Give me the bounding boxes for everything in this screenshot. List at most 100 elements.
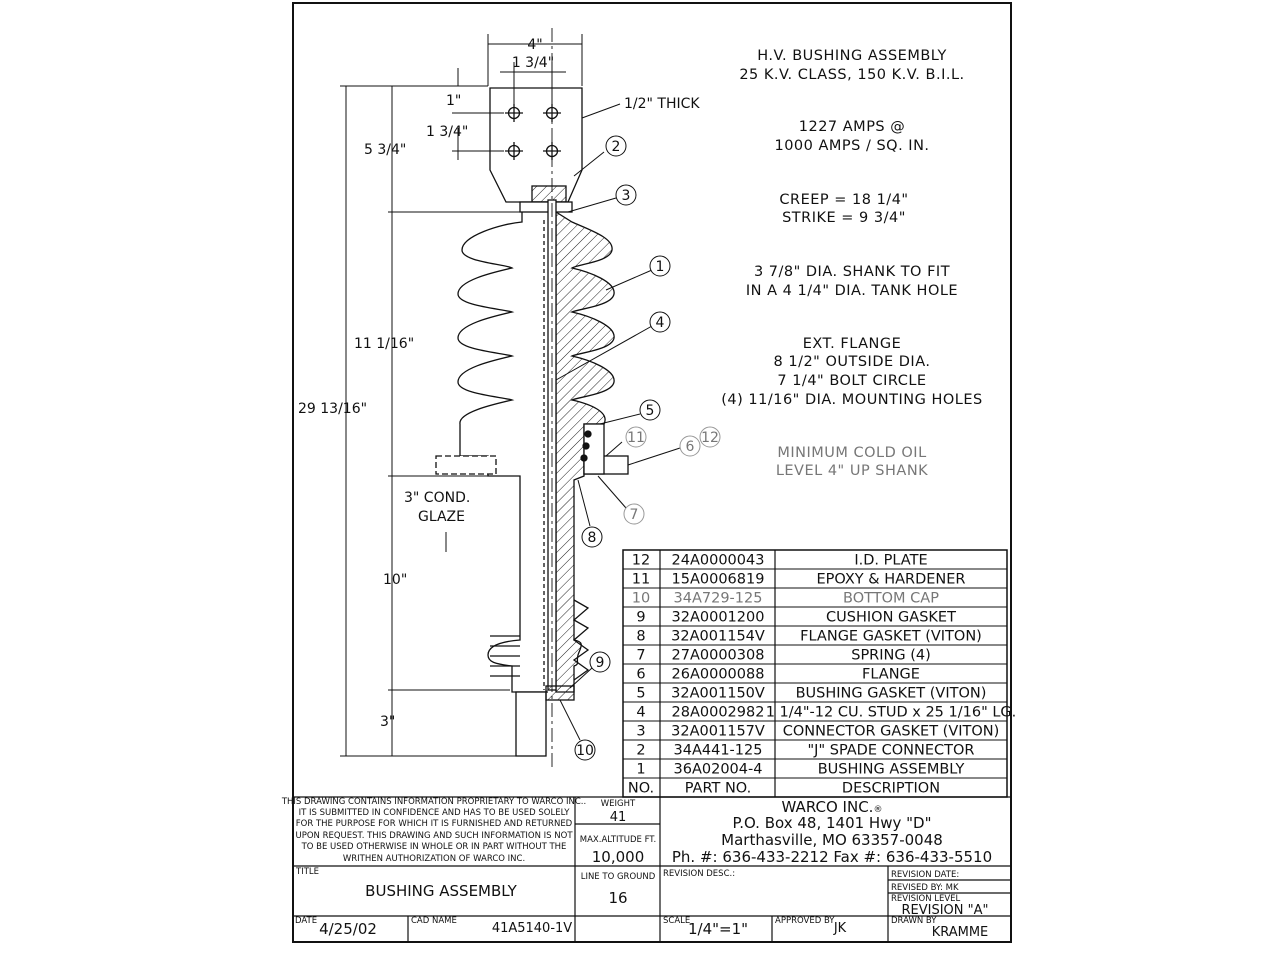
svg-text:10: 10 (576, 743, 594, 759)
bom-part-no: 15A0006819 (672, 572, 765, 588)
note-flange-3: 7 1/4" BOLT CIRCLE (777, 373, 926, 389)
note-flange-1: EXT. FLANGE (803, 336, 902, 352)
dimension-lines (340, 34, 681, 757)
bom-description: BUSHING GASKET (VITON) (796, 686, 987, 702)
svg-text:WRITHEN AUTHORIZATION OF WARCO: WRITHEN AUTHORIZATION OF WARCO INC. (343, 854, 525, 864)
bom-description: CUSHION GASKET (826, 610, 956, 626)
bom-row: 6 26A0000088 FLANGE (636, 667, 920, 683)
svg-text:THIS DRAWING CONTAINS INFORMAT: THIS DRAWING CONTAINS INFORMATION PROPRI… (281, 797, 586, 807)
bom-item-no: 10 (632, 591, 650, 607)
bom-part-no: 27A0000308 (672, 648, 765, 664)
sheet-border (292, 2, 1012, 943)
svg-text:IT IS SUBMITTED IN CONFIDENCE: IT IS SUBMITTED IN CONFIDENCE AND HAS TO… (299, 808, 571, 818)
dim-top-width: 4" (527, 37, 542, 53)
note-amps-1: 1227 AMPS @ (799, 119, 906, 135)
company-info: WARCO INC.® P.O. Box 48, 1401 Hwy "D" Ma… (672, 798, 992, 866)
svg-text:UPON REQUEST. THIS DRAWING AN: UPON REQUEST. THIS DRAWING AND SUCH INFO… (295, 831, 573, 841)
bom-row: 10 34A729-125 BOTTOM CAP (632, 591, 939, 607)
svg-text:5: 5 (646, 403, 655, 419)
bom-description: CONNECTOR GASKET (VITON) (783, 724, 1000, 740)
note-shank-1: 3 7/8" DIA. SHANK TO FIT (754, 264, 950, 280)
bom-part-no: 34A729-125 (674, 591, 763, 607)
svg-text:11: 11 (627, 430, 645, 446)
bushing-drawing (435, 28, 629, 770)
balloon-7: 7 (623, 503, 645, 525)
balloon-4: 4 (649, 311, 671, 333)
cad-label: CAD NAME (411, 916, 457, 926)
scale-value: 1/4"=1" (688, 920, 748, 938)
title-label: TITLE (295, 867, 319, 877)
dim-hole-edge: 1" (446, 93, 461, 109)
drawn-label: DRAWN BY (891, 916, 937, 926)
general-notes: H.V. BUSHING ASSEMBLY 25 K.V. CLASS, 150… (721, 48, 982, 479)
bom-row: 5 32A001150V BUSHING GASKET (VITON) (636, 686, 986, 702)
bom-part-no: 26A0000088 (672, 667, 765, 683)
bom-description: BOTTOM CAP (843, 591, 939, 607)
balloon-12: 12 (699, 426, 721, 448)
date-label: DATE (295, 916, 317, 926)
svg-text:3: 3 (622, 188, 631, 204)
bom-item-no: 8 (636, 629, 645, 645)
bom-item-no: 12 (632, 553, 650, 569)
balloon-6: 6 (679, 435, 701, 457)
dim-thickness: 1/2" THICK (624, 96, 700, 112)
balloon-9: 9 (589, 651, 611, 673)
dim-spade-height: 5 3/4" (364, 142, 406, 158)
bom-item-no: 6 (636, 667, 645, 683)
bom-item-no: 4 (636, 705, 645, 721)
bom-row: 8 32A001154V FLANGE GASKET (VITON) (636, 629, 981, 645)
bom-description: 1 1/4"-12 CU. STUD x 25 1/16" LG. (766, 705, 1017, 721)
weight-label: WEIGHT (601, 799, 636, 809)
bom-item-no: 5 (636, 686, 645, 702)
bom-description: EPOXY & HARDENER (816, 572, 965, 588)
bom-item-no: 3 (636, 724, 645, 740)
bom-description: FLANGE (862, 667, 920, 683)
note-title-1: H.V. BUSHING ASSEMBLY (757, 48, 947, 64)
bom-item-no: 1 (636, 762, 645, 778)
address-line-2: Marthasville, MO 63357-0048 (721, 831, 943, 849)
balloon-3: 3 (615, 184, 637, 206)
bom-description: SPRING (4) (851, 648, 931, 664)
approved-value: JK (833, 921, 847, 936)
porcelain-section (555, 210, 615, 693)
dim-overall-height: 29 13/16" (298, 401, 367, 417)
company-name: WARCO INC. (782, 798, 874, 816)
title-block (293, 796, 1011, 942)
address-line-1: P.O. Box 48, 1401 Hwy "D" (733, 814, 932, 832)
bom-part-no: 32A001154V (671, 629, 765, 645)
spade-connector (489, 87, 583, 203)
ltg-label: LINE TO GROUND (581, 872, 656, 882)
bom-part-no: 28A0002982 (672, 705, 765, 721)
svg-text:7: 7 (630, 507, 639, 523)
dim-hole-spacing-h: 1 3/4" (512, 55, 554, 71)
bom-part-no: 32A001157V (671, 724, 765, 740)
bom-description: DESCRIPTION (842, 781, 940, 797)
bom-item-no: 9 (636, 610, 645, 626)
bom-row: 3 32A001157V CONNECTOR GASKET (VITON) (636, 724, 999, 740)
svg-text:6: 6 (686, 439, 695, 455)
bom-description: I.D. PLATE (854, 553, 927, 569)
note-oil-1: MINIMUM COLD OIL (777, 445, 926, 461)
svg-text:9: 9 (596, 655, 605, 671)
revised-by-label: REVISED BY: MK (891, 883, 959, 893)
date-value: 4/25/02 (319, 920, 377, 938)
bom-part-no: 34A441-125 (674, 743, 763, 759)
altitude-value: 10,000 (592, 848, 645, 866)
bom-description: BUSHING ASSEMBLY (818, 762, 965, 778)
bom-part-no: 32A001150V (671, 686, 765, 702)
note-title-2: 25 K.V. CLASS, 150 K.V. B.I.L. (739, 67, 964, 83)
bom-header-row: NO. PART NO. DESCRIPTION (628, 781, 940, 797)
balloon-8: 8 (581, 526, 603, 548)
bom-item-no: NO. (628, 781, 654, 797)
note-amps-2: 1000 AMPS / SQ. IN. (774, 138, 929, 154)
bom-description: FLANGE GASKET (VITON) (800, 629, 982, 645)
company-mark: ® (873, 805, 882, 815)
bom-part-no: PART NO. (685, 781, 752, 797)
dim-glaze-line2: GLAZE (418, 509, 465, 525)
